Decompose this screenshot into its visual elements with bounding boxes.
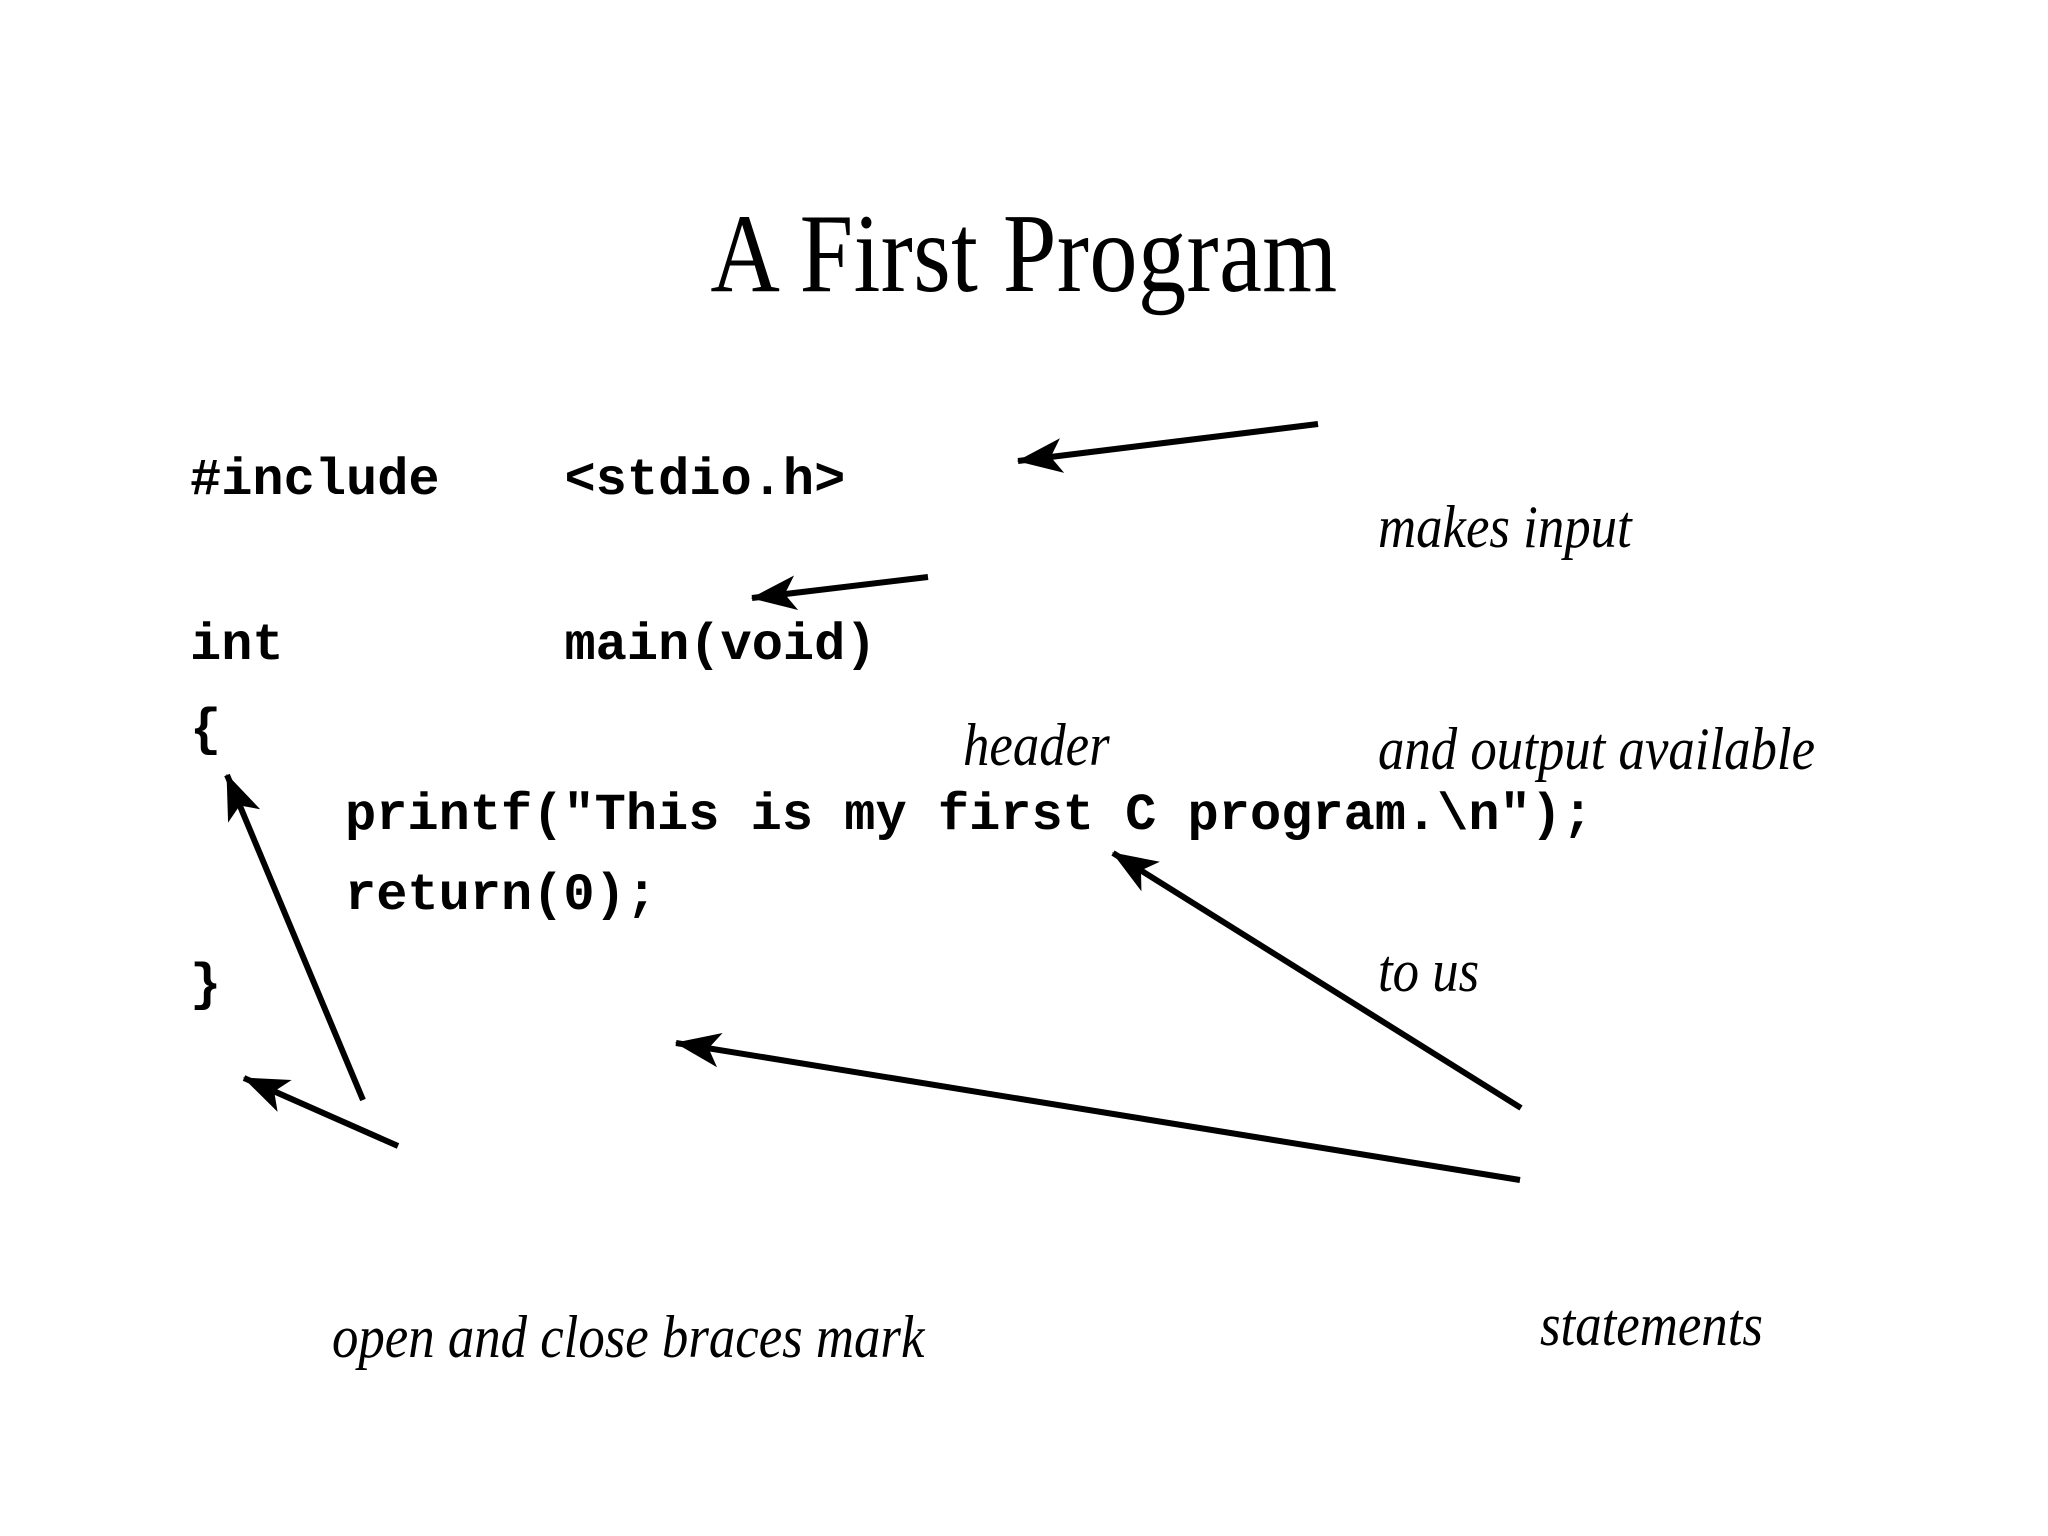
annotation-stdio-line-1: makes input: [1378, 494, 1632, 560]
code-line-close-brace: }: [190, 956, 222, 1015]
page-title: A First Program: [710, 192, 1338, 316]
code-line-main: int main(void): [190, 616, 877, 675]
annotation-statements-note: statements: [1540, 1140, 1763, 1510]
annotation-braces-line-1: open and close braces mark: [332, 1304, 925, 1370]
annotation-stdio-line-2: and output available: [1378, 716, 1816, 782]
annotation-header-note: header: [963, 560, 1110, 930]
annotation-statements-line-1: statements: [1540, 1292, 1763, 1358]
arrow-to-stdio: [750, 574, 929, 611]
code-listing: #include <stdio.h> int main(void) { prin…: [190, 455, 1593, 1012]
code-line-open-brace: {: [190, 701, 222, 760]
annotation-braces-note: open and close braces mark the beginning…: [332, 1152, 924, 1536]
arrow-to-close-brace: [242, 1075, 400, 1149]
code-line-return: return(0);: [345, 866, 658, 925]
annotation-braces-line-2: the beginning and end: [332, 1522, 924, 1536]
arrow-to-include: [1016, 421, 1319, 473]
code-line-printf: printf("This is my first C program.\n");: [345, 786, 1594, 845]
annotation-header-line-1: header: [963, 712, 1110, 778]
annotation-stdio-line-3: to us: [1378, 938, 1480, 1004]
code-line-include: #include <stdio.h>: [190, 451, 846, 510]
annotation-stdio-note: makes input and output available to us: [1378, 342, 1815, 1156]
